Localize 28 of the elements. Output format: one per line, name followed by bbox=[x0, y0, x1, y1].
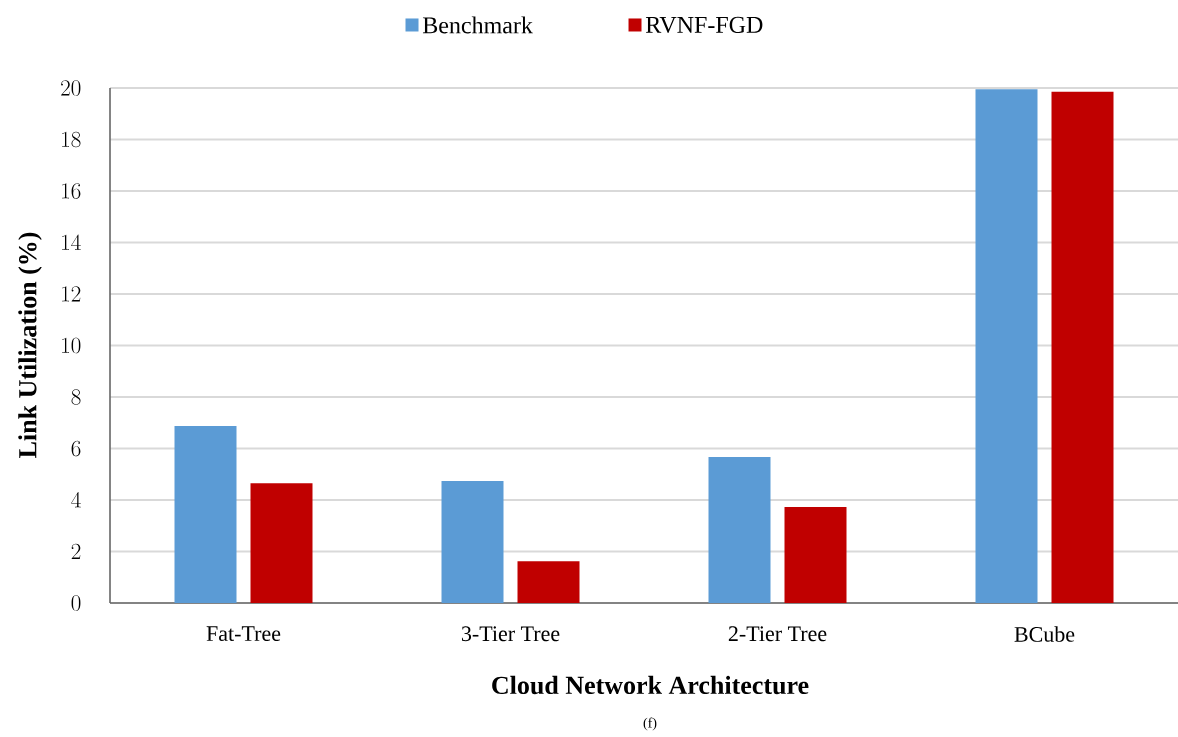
bar bbox=[174, 426, 237, 603]
y-tick-label: 12 bbox=[62, 286, 81, 302]
y-tick-label: 14 bbox=[62, 234, 81, 250]
x-tick-label: 2-Tier Tree bbox=[728, 626, 827, 642]
bar bbox=[517, 561, 580, 603]
y-tick-label: 8 bbox=[71, 389, 81, 405]
bar bbox=[784, 506, 847, 603]
axis-title: Link Utilization (%) bbox=[18, 232, 42, 458]
legend-label: RVNF-FGD bbox=[645, 16, 763, 34]
y-tick-label: 2 bbox=[71, 543, 81, 559]
y-tick-label: 0 bbox=[71, 595, 81, 611]
x-tick-label: 3-Tier Tree bbox=[461, 626, 560, 642]
bar bbox=[250, 483, 313, 603]
y-tick-label: 4 bbox=[71, 492, 81, 508]
x-tick-label: Fat-Tree bbox=[206, 626, 281, 641]
caption: (f) bbox=[643, 717, 657, 731]
bar bbox=[1051, 91, 1114, 603]
y-tick-label: 20 bbox=[61, 80, 81, 96]
y-tick-label: 10 bbox=[62, 337, 81, 354]
y-tick-label: 18 bbox=[62, 131, 81, 148]
bar bbox=[441, 480, 504, 603]
y-tick-label: 6 bbox=[71, 440, 81, 457]
legend-label: Benchmark bbox=[422, 16, 533, 34]
x-tick-label: BCube bbox=[1014, 626, 1075, 642]
bar bbox=[708, 456, 771, 603]
y-tick-label: 16 bbox=[62, 183, 81, 199]
axis-title: Cloud Network Architecture bbox=[492, 675, 809, 695]
bar bbox=[975, 89, 1038, 603]
